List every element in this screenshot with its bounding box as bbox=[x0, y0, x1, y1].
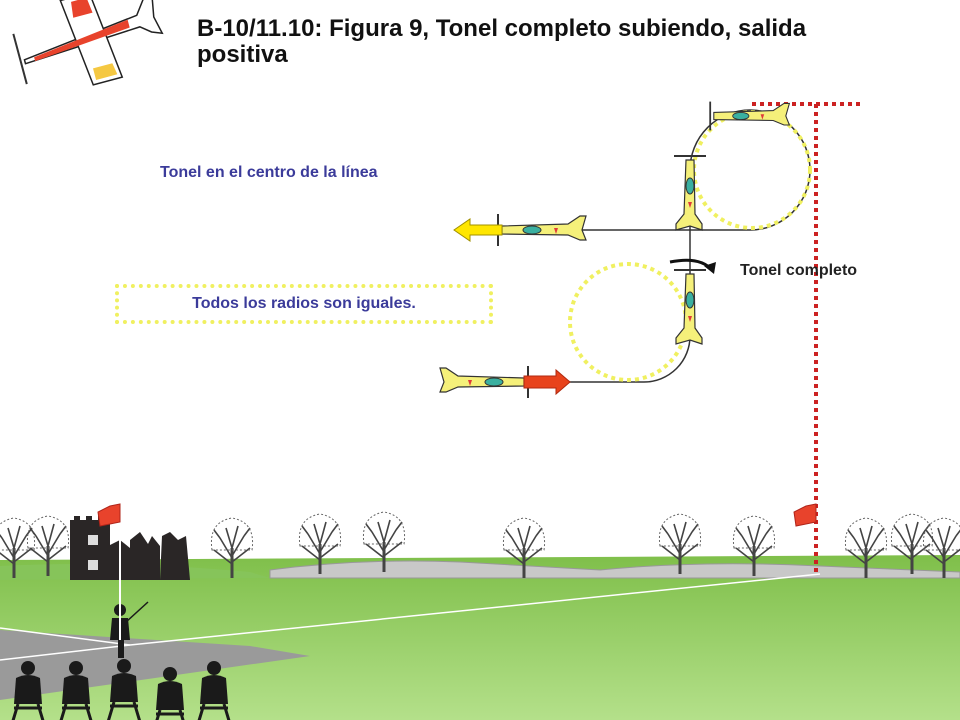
page-title: B-10/11.10: Figura 9, Tonel completo sub… bbox=[197, 16, 937, 68]
center-flag bbox=[97, 503, 121, 640]
label-equal-radii: Todos los radios son iguales. bbox=[115, 284, 493, 324]
label-roll-center: Tonel en el centro de la línea bbox=[160, 164, 378, 181]
label-full-roll: Tonel completo bbox=[740, 262, 858, 279]
title-line-1: B-10/11.10: Figura 9, Tonel completo sub… bbox=[197, 15, 807, 42]
castle bbox=[70, 516, 190, 580]
figure-nine-path bbox=[520, 109, 812, 383]
plane-vertical-upper bbox=[673, 155, 707, 231]
plane-vertical-lower bbox=[673, 269, 707, 345]
plane-exit bbox=[497, 213, 587, 247]
curved-roll-arrow-icon bbox=[669, 258, 714, 272]
yellow-arrow-left-icon bbox=[453, 218, 503, 242]
plane-entry bbox=[439, 365, 529, 399]
title-line-2: positiva bbox=[197, 41, 288, 68]
red-arrow-right-icon bbox=[523, 368, 571, 396]
landscape bbox=[0, 510, 960, 720]
judge-line bbox=[752, 102, 862, 575]
judge-flag-icon bbox=[793, 503, 817, 527]
aerobatic-plane-icon bbox=[12, 0, 164, 86]
